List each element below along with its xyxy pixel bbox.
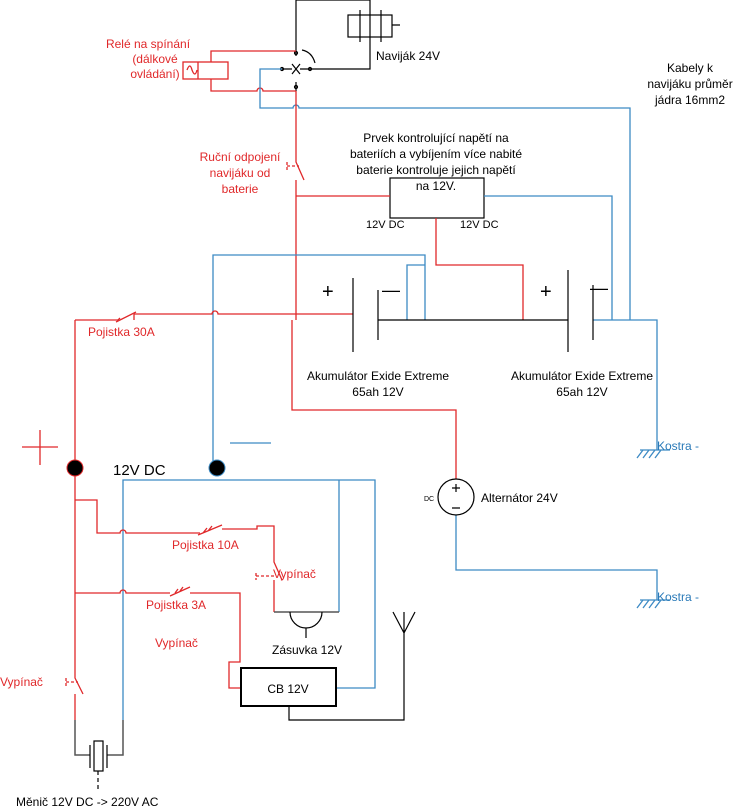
alternator-dc-label: DC — [424, 496, 434, 503]
ground-label-2: Kostra - — [657, 590, 699, 604]
fuse-30a-label: Pojistka 30A — [88, 325, 155, 339]
battery-2-label: Akumulátor Exide Extreme — [511, 369, 653, 383]
negative-terminal — [208, 459, 226, 477]
battery-1 — [352, 278, 379, 352]
winch-switch — [279, 49, 316, 91]
ground-label: Kostra - — [657, 439, 699, 453]
cb-branch — [75, 589, 241, 689]
fuse-3a — [169, 586, 191, 597]
socket-switch-label: Vypínač — [273, 567, 316, 581]
ground-icon-2 — [455, 515, 670, 609]
controller-positive — [296, 195, 524, 320]
fuse-10a — [197, 524, 223, 536]
alternator-label: Alternátor 24V — [481, 491, 558, 505]
fuse-10a-label: Pojistka 10A — [172, 538, 239, 552]
battery-1-label: Akumulátor Exide Extreme — [307, 369, 449, 383]
battery-1-minus: — — [382, 280, 400, 300]
battery-2 — [567, 270, 594, 352]
alternator — [437, 478, 475, 516]
inverter-label: Měnič 12V DC -> 220V AC — [16, 795, 159, 809]
fuse-30a — [115, 311, 137, 323]
voltage-controller — [389, 177, 485, 219]
cables-label-3: jádra 16mm2 — [654, 93, 725, 107]
antenna-icon — [288, 611, 416, 721]
battery-1-label-2: 65ah 12V — [352, 385, 403, 399]
socket-branch — [75, 499, 283, 612]
fuse-3a-label: Pojistka 3A — [146, 598, 206, 612]
inverter-switch[interactable] — [65, 678, 78, 686]
manual-disconnect-label-3: baterie — [222, 182, 259, 196]
controller-label-2: bateriích a vybíjením více nabité — [350, 147, 522, 161]
controller-label-3: baterie kontroluje jejich napětí — [356, 163, 516, 177]
positive-terminal — [66, 459, 84, 477]
plus-symbol — [22, 430, 58, 465]
winch-motor — [295, 0, 400, 70]
manual-disconnect-label-2: navijáku od — [210, 166, 271, 180]
battery-negative — [593, 319, 658, 450]
socket-switch[interactable] — [255, 573, 274, 580]
inverter-switch-label: Vypínač — [0, 675, 43, 689]
battery-2-minus: — — [590, 278, 608, 298]
controller-negative — [212, 195, 613, 468]
controller-dc-left: 12V DC — [366, 219, 405, 231]
cables-label-2: navijáku průměr — [647, 77, 732, 91]
battery-2-label-2: 65ah 12V — [556, 385, 607, 399]
bus-label: 12V DC — [113, 462, 166, 479]
manual-disconnect-label: Ruční odpojení — [200, 150, 281, 164]
controller-label-4: na 12V. — [416, 179, 456, 193]
cb-switch-label: Vypínač — [155, 636, 198, 650]
controller-label: Prvek kontrolující napětí na — [363, 131, 509, 145]
alternator-positive — [291, 320, 457, 479]
ground-icon — [636, 449, 670, 459]
relay-label-2: (dálkové — [132, 52, 178, 66]
inverter — [74, 720, 124, 790]
negative-bus — [122, 479, 376, 720]
controller-dc-right: 12V DC — [460, 219, 499, 231]
battery-2-plus: + — [540, 281, 552, 303]
socket-12v — [274, 611, 339, 638]
winch-positive-cable — [295, 91, 305, 320]
manual-disconnect-switch[interactable] — [286, 162, 299, 170]
winch-label: Naviják 24V — [376, 49, 440, 63]
cables-label: Kabely k — [667, 61, 714, 75]
main-positive — [75, 310, 353, 321]
battery-1-plus: + — [322, 281, 334, 303]
relay — [182, 50, 296, 92]
socket-label: Zásuvka 12V — [272, 643, 342, 657]
winch-negative-cable — [259, 68, 631, 320]
relay-label: Relé na spínání — [106, 37, 191, 51]
positive-rail — [74, 320, 84, 720]
relay-label-3: ovládání) — [130, 67, 179, 81]
cb-label: CB 12V — [267, 682, 308, 696]
